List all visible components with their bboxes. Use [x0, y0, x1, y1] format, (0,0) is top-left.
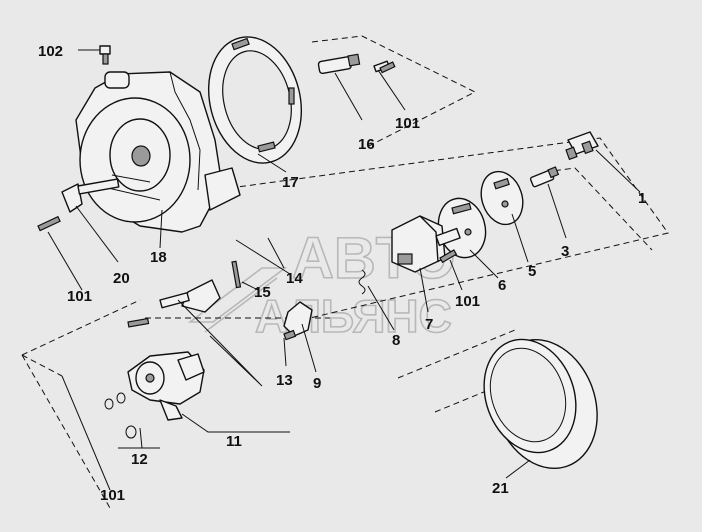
callout-101-bottom: 101 — [100, 487, 125, 504]
callout-21: 21 — [492, 480, 509, 497]
callout-101-top: 101 — [395, 115, 420, 132]
part-20-shaft — [61, 178, 120, 213]
dashed-envelope-connector — [544, 167, 653, 251]
part-11-pump — [127, 351, 205, 421]
callout-11: 11 — [226, 433, 242, 450]
part-5-plate — [480, 170, 524, 226]
callout-101-mid: 101 — [455, 293, 480, 310]
part-102-bolt — [99, 45, 111, 65]
callout-9: 9 — [313, 375, 321, 392]
part-21-cover — [483, 338, 598, 470]
dashed-envelope-upper-right — [229, 137, 669, 319]
callout-5: 5 — [528, 263, 536, 280]
dashed-envelope-lower-left — [21, 299, 141, 509]
leader-lines — [47, 49, 641, 491]
part-12-seals — [104, 392, 137, 439]
part-101-screw-c — [439, 249, 458, 264]
part-7-actuator — [391, 215, 461, 273]
callout-8: 8 — [392, 332, 400, 349]
callout-101-left: 101 — [67, 288, 92, 305]
callout-13: 13 — [276, 372, 293, 389]
part-9-lever — [283, 301, 313, 337]
callout-102: 102 — [38, 43, 63, 60]
part-101-screw-b — [37, 215, 61, 232]
part-17-ring — [207, 36, 303, 164]
part-101-screw-a — [379, 61, 396, 74]
callout-15: 15 — [254, 284, 271, 301]
part-18-housing — [75, 71, 241, 233]
callout-3: 3 — [561, 243, 569, 260]
part-8-spring — [358, 269, 366, 295]
callout-20: 20 — [113, 270, 130, 287]
dashed-envelope-sensor — [311, 35, 477, 149]
part-101-screw-d — [127, 317, 150, 328]
part-1-connector — [565, 131, 599, 161]
part-13-small — [283, 329, 297, 341]
part-14-bracket — [159, 279, 221, 313]
callout-14: 14 — [286, 270, 303, 287]
callout-7: 7 — [425, 316, 433, 333]
callout-16: 16 — [358, 136, 375, 153]
callout-6: 6 — [498, 277, 506, 294]
part-3-fitting — [529, 166, 560, 188]
part-15-pin — [231, 260, 242, 289]
callout-12: 12 — [131, 451, 148, 468]
callout-1: 1 — [638, 190, 646, 207]
callout-18: 18 — [150, 249, 167, 266]
callout-17: 17 — [282, 174, 299, 191]
